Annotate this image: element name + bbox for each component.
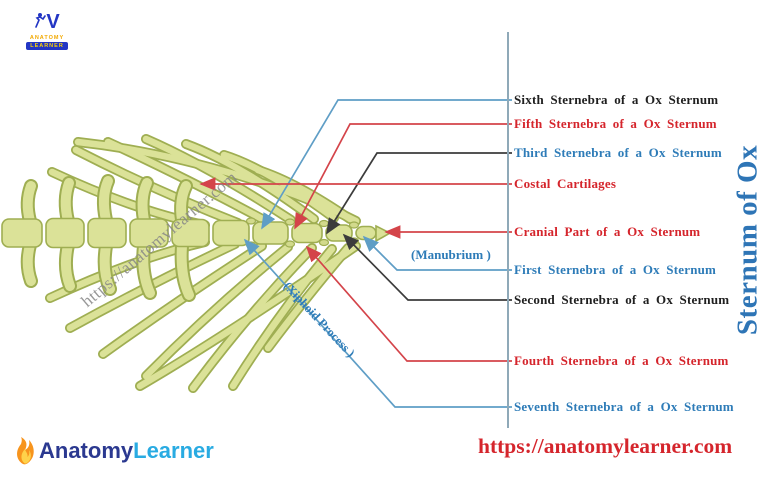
sternebra-segment [87, 217, 127, 249]
label-cranial: Cranial Part of a Ox Sternum [514, 224, 701, 239]
sternebra-knob [318, 238, 330, 247]
rib-shape [142, 243, 292, 380]
rib-shape [142, 135, 295, 224]
sternebra-segment [252, 221, 289, 245]
logo-v-mark: V [46, 11, 60, 33]
logo-learner-word: Learner [133, 438, 214, 463]
label-third: Third Sternebra of a Ox Sternum [514, 145, 722, 160]
sternebra-knob [284, 240, 296, 248]
sternebra-knob [245, 217, 257, 225]
rib-shape [137, 178, 152, 225]
rib-shape [72, 146, 242, 227]
ox-sternum-illustration [1, 134, 392, 393]
label-sixth: Sixth Sternebra of a Ox Sternum [514, 92, 719, 107]
rib-shape [136, 242, 360, 390]
leader-seventh [243, 238, 512, 408]
label-manubrium: (Manubrium ) [411, 247, 491, 262]
rib-shape [99, 242, 266, 358]
page-title: Sternum of Ox [731, 144, 764, 336]
logo-anatomy-text: ANATOMY [29, 35, 65, 41]
leader-lines [199, 99, 512, 408]
rib-shape [182, 140, 318, 223]
anatomylearner-logo-small: V ANATOMY LEARNER [22, 12, 72, 50]
leader-third [326, 152, 512, 235]
sternebra-segment [1, 218, 43, 248]
sternebra-knob [318, 219, 330, 228]
leader-first [362, 235, 512, 271]
sternebra-segment [45, 217, 85, 249]
rib-shape [229, 245, 336, 390]
rib-shape [176, 181, 191, 225]
rib-shape [60, 240, 75, 291]
leader-fourth [305, 245, 512, 362]
label-seventh: Seventh Sternebra of a Ox Sternum [514, 399, 734, 414]
label-fifth: Fifth Sternebra of a Ox Sternum [514, 116, 717, 131]
sternebra-knob [348, 221, 360, 229]
sternebra-segment [171, 218, 210, 248]
label-fourth: Fourth Sternebra of a Ox Sternum [514, 353, 729, 368]
sternebra-segment [355, 225, 377, 241]
label-costal: Costal Cartilages [514, 176, 617, 191]
leader-sixth [261, 99, 512, 230]
sternebra-segment [129, 218, 169, 248]
rib-shape [74, 138, 360, 225]
rib-shape [176, 241, 194, 300]
flame-icon [17, 437, 34, 465]
leader-fifth [294, 123, 512, 230]
rib-shape [22, 181, 36, 226]
rib-shape [138, 241, 155, 298]
logo-anatomy-word: Anatomy [39, 438, 134, 463]
rib-shape [60, 178, 74, 226]
jumping-figure-icon [35, 13, 47, 28]
label-second: Second Sternebra of a Ox Sternum [514, 292, 730, 307]
rib-shape [22, 240, 36, 286]
leader-second [342, 233, 512, 301]
rib-shape [99, 241, 115, 294]
logo-learner-badge: LEARNER [26, 42, 68, 50]
site-url-link[interactable]: https://anatomylearner.com [478, 434, 733, 458]
rib-shape [98, 176, 113, 225]
manubrium-tip [375, 224, 392, 243]
sternebra-knob [284, 218, 296, 226]
label-first: First Sternebra of a Ox Sternum [514, 262, 717, 277]
sternebra-segment [212, 219, 250, 247]
